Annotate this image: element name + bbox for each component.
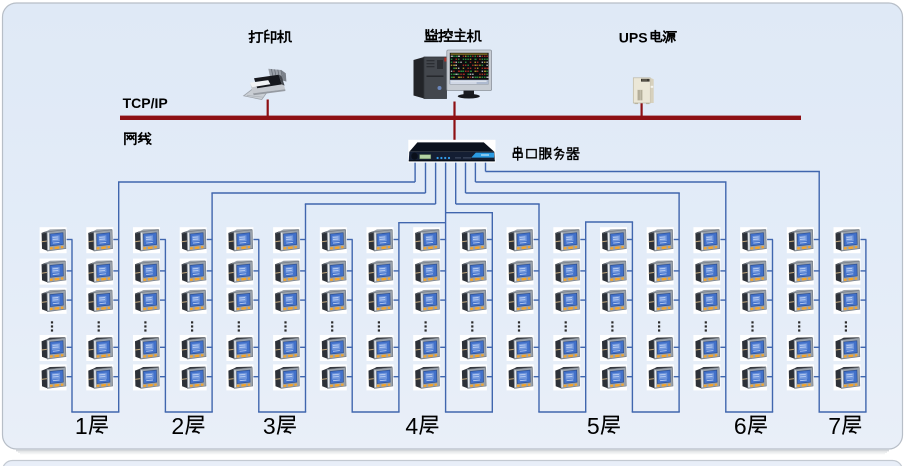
svg-text:6: 6: [734, 413, 747, 439]
svg-text:1: 1: [75, 413, 88, 439]
svg-text:2: 2: [171, 413, 184, 439]
svg-text:5: 5: [587, 413, 600, 439]
svg-text:UPS: UPS: [619, 29, 648, 45]
svg-text:3: 3: [263, 413, 276, 439]
svg-text:4: 4: [405, 413, 418, 439]
svg-text:7: 7: [828, 413, 841, 439]
svg-text:TCP/IP: TCP/IP: [123, 95, 168, 111]
